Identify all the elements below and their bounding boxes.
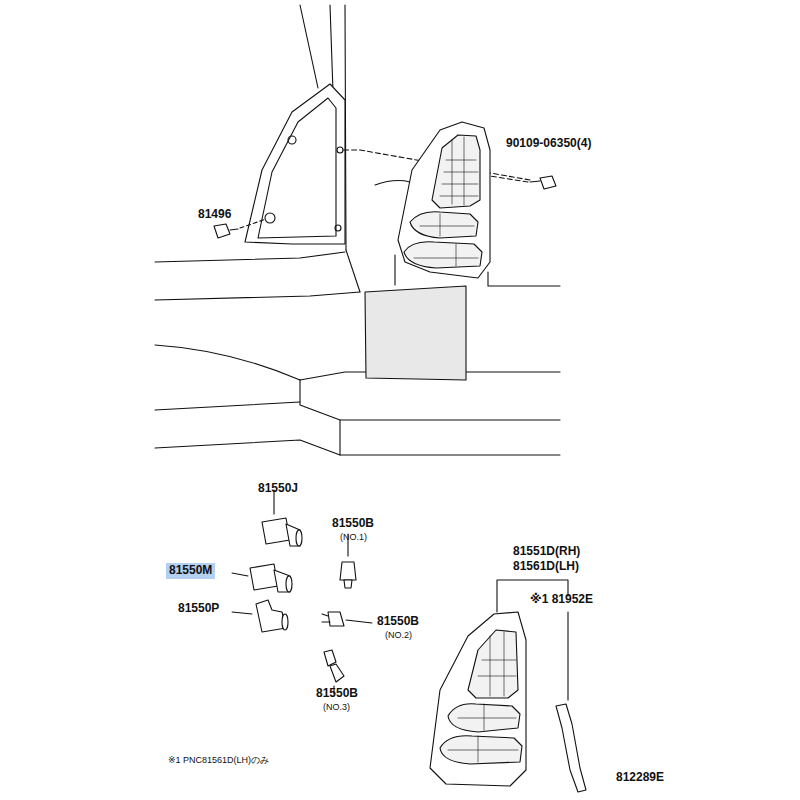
vehicle-body-part: [346, 250, 360, 292]
vehicle-body-part: [488, 272, 560, 286]
bolt-part: [530, 181, 540, 182]
vehicle-body-part: [300, 380, 560, 420]
tail-lamp-assembly-part: [414, 214, 478, 266]
vehicle-body-part: [394, 255, 395, 285]
part-number: 81550P: [178, 602, 219, 615]
drawing-number: 812289E: [616, 771, 664, 784]
part-number: 90109-06350(4): [506, 137, 591, 150]
bulb-sockets-part: [286, 576, 292, 592]
tail-lamp-unit-part: [468, 630, 518, 698]
tail-lamp-unit-part: [430, 612, 526, 786]
bolt-part: [540, 176, 556, 189]
tail-lamp-assembly: [398, 122, 490, 278]
vehicle-body-part: [365, 286, 466, 380]
vehicle-body-part: [340, 420, 560, 455]
bulb-sockets-part: [232, 490, 274, 614]
part-number: 81550B: [332, 517, 374, 530]
part-number: 81550B: [377, 615, 419, 628]
vehicle-body-part: [155, 440, 340, 455]
tail-lamp-unit-part: [448, 704, 518, 762]
part-number: 81550J: [258, 482, 298, 495]
callout-number: (NO.1): [340, 533, 367, 543]
tail-lamp-unit-part: [567, 612, 568, 700]
clip: [214, 219, 266, 238]
vehicle-body-part: [300, 5, 318, 88]
tail-lamp-assembly-part: [404, 242, 482, 268]
part-number: 81550B: [316, 687, 358, 700]
gasket-part: [258, 98, 336, 238]
gasket-part: [335, 225, 341, 231]
vehicle-body-part: [155, 345, 300, 380]
tail-lamp-assembly-part: [440, 137, 478, 205]
vehicle-body-part: [330, 5, 333, 92]
gasket-strip: [556, 704, 586, 792]
gasket-part: [245, 84, 345, 244]
gasket-strip-part: [556, 704, 586, 792]
bulbs: [322, 534, 372, 694]
callout-number: (NO.3): [323, 703, 350, 713]
bulbs-part: [328, 612, 344, 626]
tail-lamp-assembly-part: [432, 135, 480, 208]
clip-part: [230, 229, 238, 230]
bulbs-part: [324, 650, 336, 666]
gasket: [245, 84, 345, 244]
vehicle-body-part: [375, 181, 410, 185]
gasket-part: [265, 213, 275, 223]
part-number: 81551D(RH): [513, 545, 580, 558]
bulbs-part: [344, 580, 352, 588]
bulb-sockets: [232, 490, 302, 632]
clip-part: [214, 224, 230, 238]
tail-lamp-assembly-part: [410, 212, 478, 238]
bulb-sockets-part: [282, 614, 288, 630]
tail-lamp-unit: [430, 580, 568, 786]
gasket-part: [288, 136, 296, 144]
gasket-part: [337, 147, 343, 153]
tail-lamp-assembly-part: [398, 122, 490, 278]
bulb-sockets-part: [262, 518, 290, 544]
bulb-sockets-part: [256, 600, 286, 632]
clip-part: [240, 219, 266, 228]
bulbs-part: [340, 562, 356, 580]
bulb-sockets-part: [250, 564, 278, 590]
highlighted-part-number: 81550M: [166, 563, 215, 579]
bulbs-part: [346, 620, 372, 623]
vehicle-body-part: [155, 402, 300, 410]
part-number: 81561D(LH): [513, 560, 579, 573]
bulbs-part: [322, 614, 330, 622]
vehicle-body-part: [155, 252, 345, 262]
footnote: ※1 PNC81561D(LH)のみ: [168, 756, 269, 766]
tail-lamp-unit-part: [478, 632, 516, 696]
part-number: ※1 81952E: [530, 593, 593, 606]
callout-number: (NO.2): [385, 631, 412, 641]
bulb-sockets-part: [296, 530, 302, 546]
bulbs-part: [330, 664, 344, 682]
vehicle-body: [155, 5, 560, 455]
part-number: 81550M: [169, 563, 212, 577]
vehicle-body-part: [155, 292, 360, 300]
part-number: 81496: [198, 208, 231, 221]
